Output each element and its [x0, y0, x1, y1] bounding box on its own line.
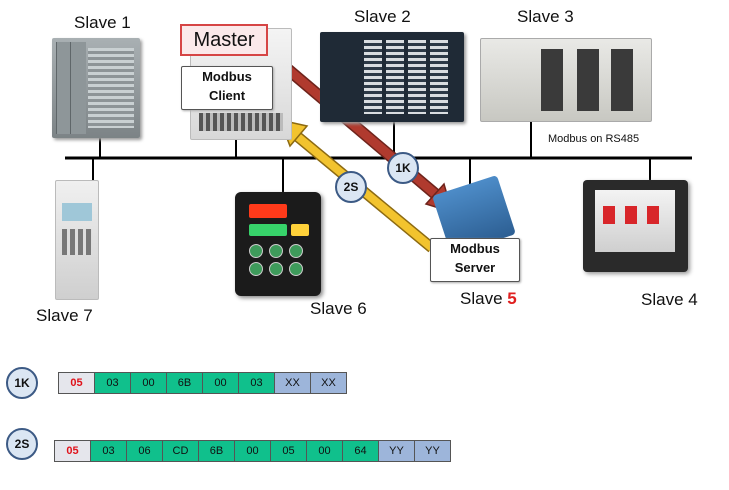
plc-image-slave3 — [480, 38, 652, 122]
frame-badge-response: 2S — [6, 428, 38, 460]
frame-byte-addr: 05 — [54, 440, 91, 462]
frame-byte-data: 6B — [166, 372, 203, 394]
frame-byte-crc: YY — [414, 440, 451, 462]
frame-byte-crc: XX — [310, 372, 347, 394]
frame-byte-data: 64 — [342, 440, 379, 462]
frame-badge-request: 1K — [6, 367, 38, 399]
slave4-label: Slave 4 — [641, 290, 698, 309]
drive-image-slave7 — [55, 180, 99, 300]
controller-image-slave6 — [235, 192, 321, 296]
frame-byte-data: 6B — [198, 440, 235, 462]
frame-byte-data: 00 — [234, 440, 271, 462]
frame-byte-data: 00 — [306, 440, 343, 462]
master-label: Master — [180, 24, 268, 56]
bus-note: Modbus on RS485 — [548, 133, 640, 145]
frame-byte-data: CD — [162, 440, 199, 462]
frame-byte-data: 00 — [202, 372, 239, 394]
frame-byte-data: 05 — [270, 440, 307, 462]
frame-byte-data: 00 — [130, 372, 167, 394]
io-rack-image-slave2 — [320, 32, 464, 122]
request-badge: 1K — [387, 152, 419, 184]
slave6-label: Slave 6 — [310, 299, 367, 318]
plc-image-slave1 — [52, 38, 140, 138]
frame-byte-data: 03 — [90, 440, 127, 462]
slave2-label: Slave 2 — [354, 7, 411, 26]
frame-byte-data: 03 — [94, 372, 131, 394]
frame-byte-crc: XX — [274, 372, 311, 394]
hmi-image-slave4 — [583, 180, 688, 272]
frame-byte-addr: 05 — [58, 372, 95, 394]
slave5-label: Slave 5 — [460, 289, 517, 308]
response-badge: 2S — [335, 171, 367, 203]
slave7-label: Slave 7 — [36, 306, 93, 325]
slave1-label: Slave 1 — [74, 13, 131, 32]
slave3-label: Slave 3 — [517, 7, 574, 26]
frame-byte-data: 06 — [126, 440, 163, 462]
slave5-number: 5 — [507, 289, 517, 308]
frame-byte-crc: YY — [378, 440, 415, 462]
frame-byte-data: 03 — [238, 372, 275, 394]
